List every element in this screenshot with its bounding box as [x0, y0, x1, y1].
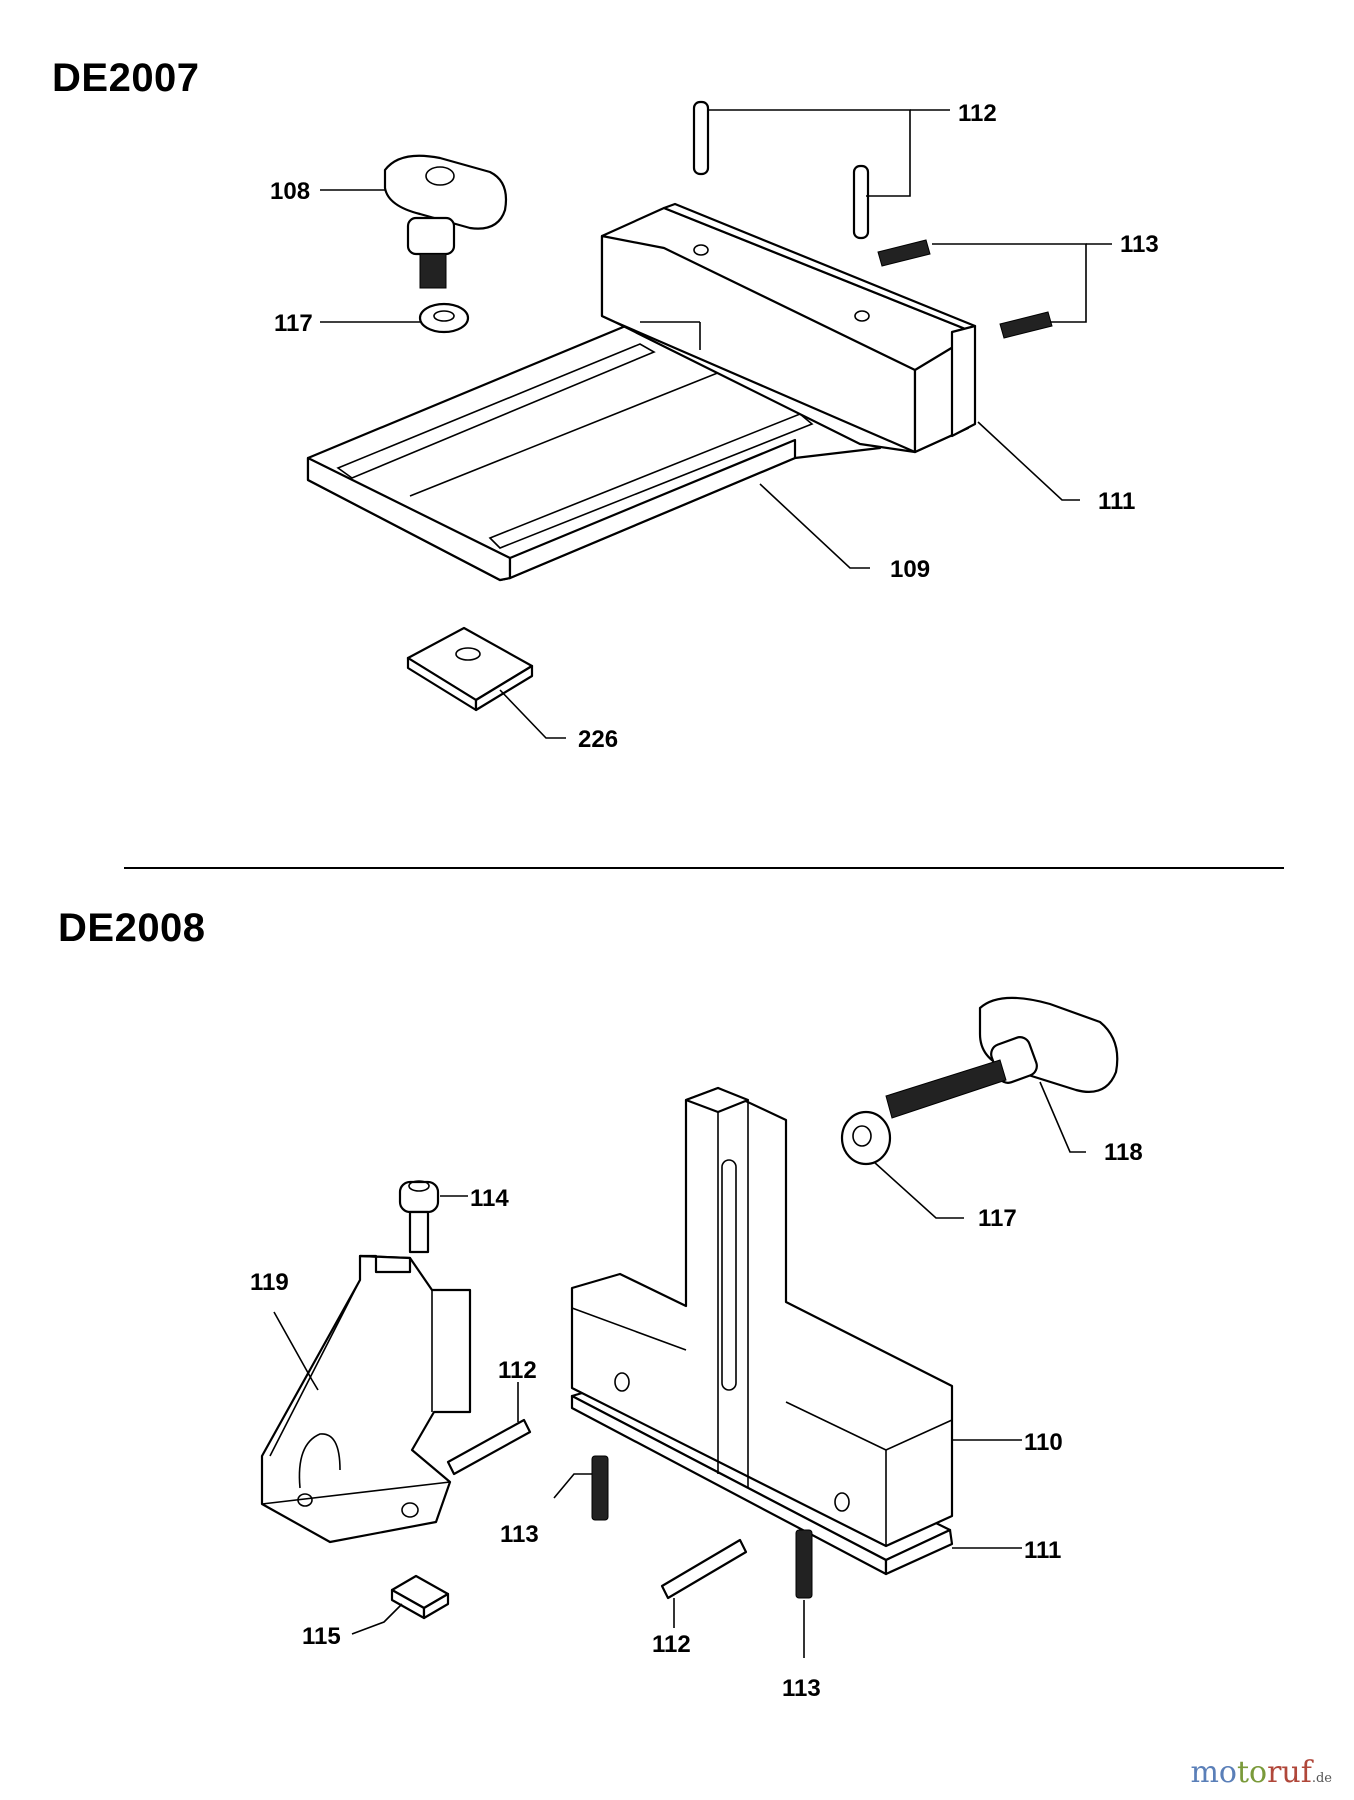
callout-112: 112 [498, 1357, 537, 1384]
callout-110: 110 [1024, 1429, 1063, 1456]
callout-111: 111 [1024, 1537, 1061, 1564]
callout-113: 113 [500, 1521, 539, 1548]
callout-111: 111 [1098, 488, 1135, 515]
section-title-de2007: DE2007 [52, 56, 200, 100]
part-119-bracket [260, 1254, 472, 1544]
callout-109: 109 [890, 556, 930, 583]
leader-lines-de2008 [273, 1081, 1086, 1658]
callout-112: 112 [958, 100, 997, 127]
callout-114: 114 [470, 1185, 509, 1212]
watermark-tld: .de [1311, 1771, 1332, 1786]
callout-115: 115 [302, 1623, 341, 1650]
part-114-cap-screw [398, 1180, 440, 1254]
watermark-part-3: ruf [1267, 1755, 1312, 1790]
callout-226: 226 [578, 726, 618, 753]
part-118-knob-screw [885, 996, 1119, 1119]
leader-lines-de2007 [320, 109, 1112, 739]
section-divider [124, 867, 1284, 869]
part-113-set-screw [877, 239, 1053, 339]
watermark-part-2: to [1236, 1755, 1268, 1790]
callout-113: 113 [782, 1675, 821, 1702]
callout-118: 118 [1104, 1139, 1143, 1166]
part-226-slot-nut [406, 626, 534, 712]
watermark-logo: motoruf.de [1190, 1755, 1332, 1790]
part-111-fence-block [600, 202, 977, 454]
callout-113: 113 [1120, 231, 1159, 258]
part-115-square-nut [390, 1574, 450, 1620]
part-108-knob [383, 154, 508, 289]
part-117-washer [840, 1110, 892, 1166]
part-117-washer [418, 302, 470, 334]
callout-108: 108 [270, 178, 310, 205]
part-112-pin [692, 100, 870, 240]
callout-117: 117 [978, 1205, 1017, 1232]
callout-112: 112 [652, 1631, 691, 1658]
callout-119: 119 [250, 1269, 289, 1296]
part-110-angle-fence [570, 1086, 954, 1548]
part-113-set-screw [591, 1455, 813, 1599]
watermark-part-1: mo [1190, 1755, 1237, 1790]
section-title-de2008: DE2008 [58, 906, 206, 950]
part-112-pin [446, 1418, 748, 1600]
callout-117: 117 [274, 310, 313, 337]
